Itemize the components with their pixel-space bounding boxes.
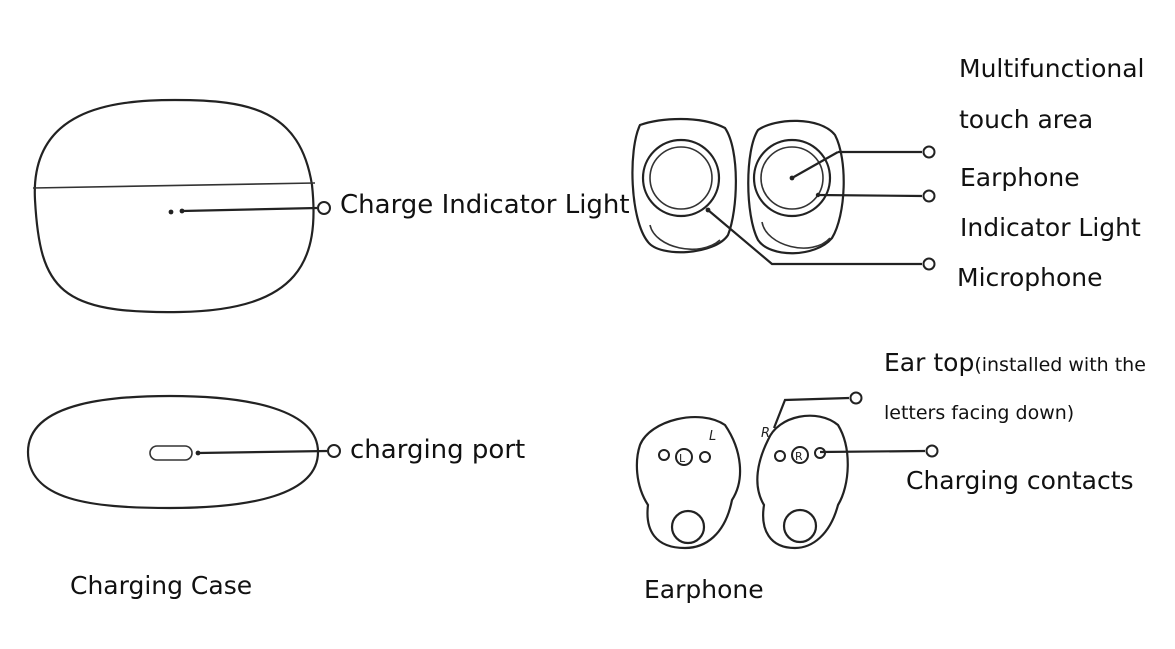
earbud-letter-left-tip: L [709,429,716,444]
callout-marker-earphone-indicator [922,189,936,203]
charging-case-top-view [32,98,331,314]
label-charge-indicator-light: Charge Indicator Light [340,190,630,220]
label-microphone: Microphone [957,263,1103,292]
charging-case-side-view [26,394,341,510]
label-earphone-indicator-line1: Earphone [960,163,1080,192]
label-charging-port: charging port [350,435,526,465]
caption-charging-case: Charging Case [70,571,253,600]
label-multifunctional-line1: Multifunctional [959,54,1145,83]
earphones-bottom-view [635,391,939,550]
callout-marker-charge-indicator [317,201,331,215]
label-ear-top-line2: letters facing down) [884,402,1075,424]
label-ear-top-note: (installed with the [974,354,1146,376]
label-multifunctional-line2: touch area [959,105,1094,134]
callout-marker-charging-contacts [925,444,939,458]
callout-marker-ear-top [849,391,863,405]
callout-marker-charging-port [327,444,341,458]
usb-port-icon [149,445,193,461]
charge-indicator-dot [168,209,174,215]
caption-earphone: Earphone [644,575,764,604]
callout-marker-microphone [922,257,936,271]
earphones-top-view [631,117,936,271]
label-ear-top-line1: Ear top(installed with the [884,348,1146,381]
earbud-letter-right-tip: R [761,426,770,441]
label-earphone-indicator-line2: Indicator Light [960,213,1141,242]
label-ear-top: Ear top [884,348,975,377]
callout-marker-touch-area [922,145,936,159]
label-charging-contacts: Charging contacts [906,466,1134,495]
earbud-letter-left-contact: L [679,452,686,465]
earbud-letter-right-contact: R [795,450,803,463]
